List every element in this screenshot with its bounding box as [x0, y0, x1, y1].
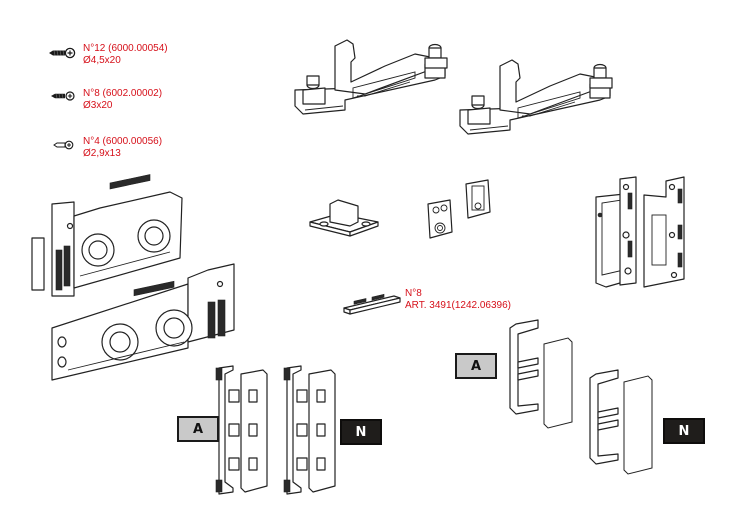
spacer-plate-tall	[465, 179, 491, 219]
screw-legend: N°12 (6000.00054) Ø4,5x20 N°8 (6002.0000…	[48, 40, 188, 160]
screw-12-label: N°12 (6000.00054) Ø4,5x20	[83, 43, 168, 67]
badge-a-left: A	[177, 416, 219, 442]
end-caps-n	[589, 369, 653, 475]
screw-4-label: N°4 (6000.00056) Ø2,9x13	[83, 136, 162, 160]
screw-8-code: N°8 (6002.00002)	[83, 88, 163, 99]
screw-icon	[53, 140, 74, 150]
clip-rail-label: N°8 ART. 3491(1242.06396)	[405, 288, 511, 312]
screw-12-size: Ø4,5x20	[83, 55, 121, 66]
screw-12-code: N°12 (6000.00054)	[83, 43, 168, 54]
hinge-plate-assembly	[595, 176, 685, 288]
guide-block	[309, 199, 379, 237]
clip-rail-code: N°8	[405, 288, 422, 299]
end-profiles-n	[283, 365, 336, 495]
badge-a-right: A	[455, 353, 497, 379]
screw-8-size: Ø3x20	[83, 100, 113, 111]
clip-rail	[343, 293, 401, 315]
top-bracket-left	[294, 39, 448, 115]
screw-4-size: Ø2,9x13	[83, 148, 121, 159]
top-bracket-right	[459, 59, 613, 135]
badge-n-right: N	[663, 418, 705, 444]
end-caps-a	[509, 319, 573, 429]
screw-4-code: N°4 (6000.00056)	[83, 136, 163, 147]
trolley-carriage-upper	[31, 174, 183, 297]
trolley-carriage-lower	[51, 263, 235, 381]
screw-icon	[51, 91, 75, 101]
screw-icon	[49, 47, 76, 59]
badge-n-left: N	[340, 419, 382, 445]
spacer-plate-small	[427, 199, 453, 239]
screw-8-label: N°8 (6002.00002) Ø3x20	[83, 88, 162, 112]
end-profiles-a	[215, 365, 268, 495]
clip-rail-article: ART. 3491(1242.06396)	[405, 300, 512, 311]
